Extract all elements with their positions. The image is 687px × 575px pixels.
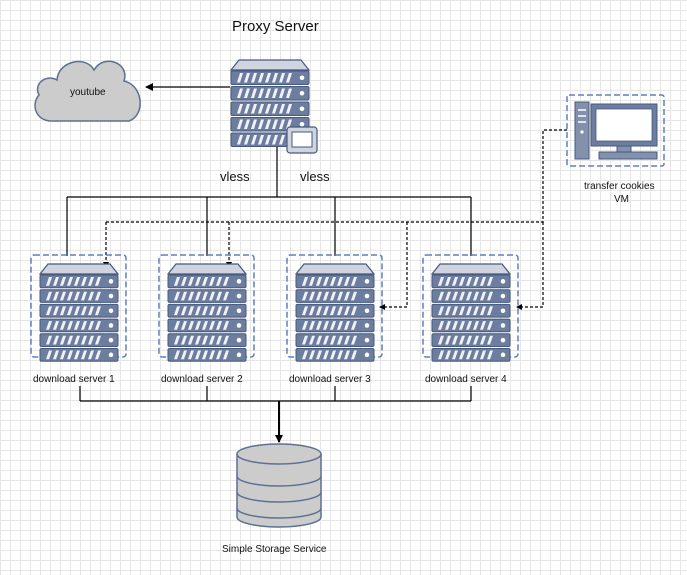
- vm-to-distribution-line: [106, 129, 567, 223]
- download-server-1-icon: [30, 254, 127, 362]
- download-server-1-rack: [38, 263, 120, 362]
- vless-label-left: vless: [220, 169, 250, 184]
- storage-label: Simple Storage Service: [222, 544, 327, 555]
- vm-keyboard: [598, 151, 658, 160]
- vm-label-line-1: transfer cookies: [584, 181, 655, 192]
- download-server-2-icon: [158, 254, 255, 362]
- download-server-4-label: download server 4: [425, 374, 507, 385]
- download-server-1-label: download server 1: [33, 374, 115, 385]
- vless-label-right: vless: [300, 169, 330, 184]
- proxy-server-rack: [229, 59, 318, 154]
- storage-database-icon: [236, 443, 322, 528]
- cookie-arrow-server-3: [379, 222, 408, 310]
- download-server-4-icon: [422, 254, 519, 362]
- download-servers: [30, 254, 519, 362]
- youtube-cloud-icon: [34, 60, 141, 122]
- proxy-server-title: Proxy Server: [232, 18, 319, 35]
- download-server-3-label: download server 3: [289, 374, 371, 385]
- vm-stand: [616, 145, 632, 153]
- cookie-transfer-lines: [103, 129, 567, 310]
- cookie-arrow-server-4: [516, 222, 544, 310]
- download-server-3-rack: [294, 263, 376, 362]
- vm-screen: [595, 108, 653, 142]
- youtube-label: youtube: [70, 87, 106, 98]
- vm-label-line-2: VM: [614, 194, 629, 205]
- download-server-2-rack: [166, 263, 248, 362]
- proxy-server-icon: [229, 59, 318, 154]
- download-server-2-label: download server 2: [161, 374, 243, 385]
- vm-workstation-icon: [566, 94, 665, 167]
- download-server-3-icon: [286, 254, 383, 362]
- connectors: [66, 83, 472, 443]
- vm-dashed-frame: [566, 94, 665, 167]
- download-server-4-rack: [430, 263, 512, 362]
